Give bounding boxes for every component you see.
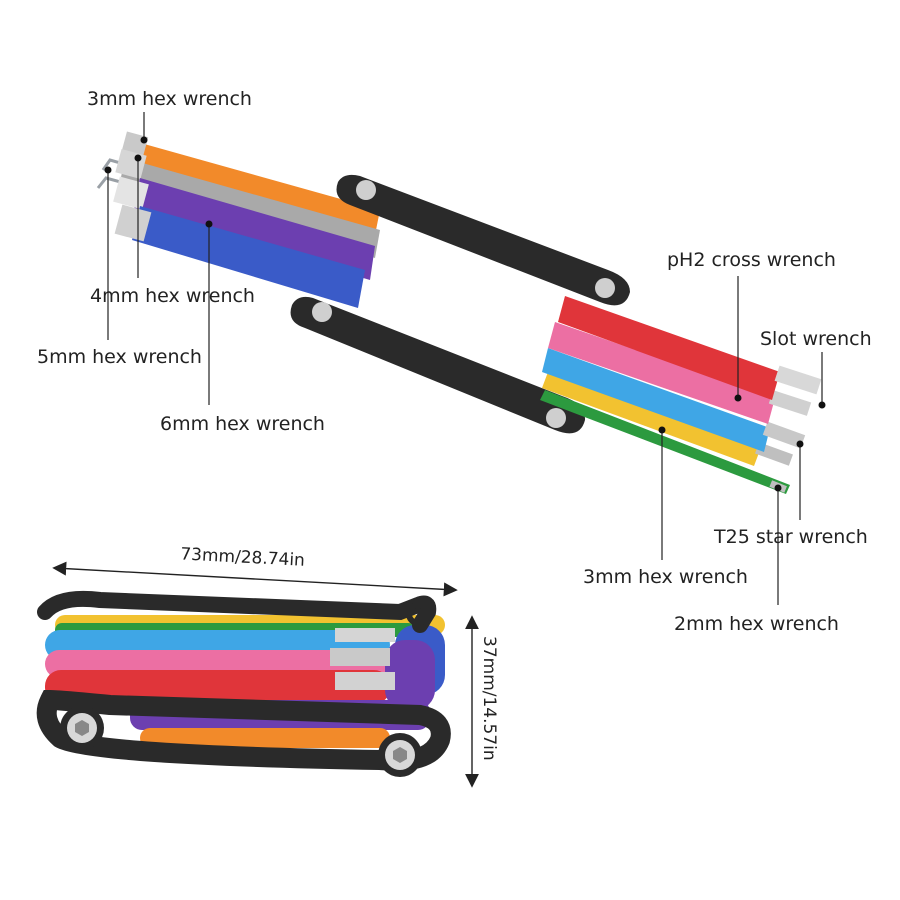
pink-slot-wrench <box>548 322 775 424</box>
label-length-dimension: 73mm/28.74in <box>180 544 306 570</box>
folded-tool <box>36 590 451 777</box>
label-ph2-cross: pH2 cross wrench <box>667 249 836 271</box>
label-slot: Slot wrench <box>760 328 872 350</box>
left-wrench-fan <box>96 131 380 308</box>
yellow-3mm-wrench <box>542 372 760 466</box>
red-ph2-wrench <box>558 296 780 400</box>
callout-labels: 3mm hex wrench 4mm hex wrench 5mm hex wr… <box>37 88 872 761</box>
label-4mm-hex: 4mm hex wrench <box>90 285 255 307</box>
orange-3mm-wrench <box>126 140 380 230</box>
dimension-arrows <box>52 561 479 788</box>
right-driver-fan <box>540 296 822 494</box>
black-frame-arms <box>290 174 630 434</box>
label-height-dimension: 37mm/14.57in <box>479 636 499 761</box>
purple-5mm-wrench <box>134 178 375 280</box>
leader-lines <box>104 112 826 605</box>
cyan-t25-wrench <box>542 348 770 452</box>
green-2mm-wrench <box>540 390 790 494</box>
label-5mm-hex: 5mm hex wrench <box>37 346 202 368</box>
label-t25-star: T25 star wrench <box>713 526 868 548</box>
blue-6mm-wrench <box>132 206 365 308</box>
label-3mm-hex-bottom: 3mm hex wrench <box>583 566 748 588</box>
label-2mm-hex: 2mm hex wrench <box>674 613 839 635</box>
label-6mm-hex: 6mm hex wrench <box>160 413 325 435</box>
length-arrow <box>52 561 458 597</box>
label-3mm-hex-top: 3mm hex wrench <box>87 88 252 110</box>
